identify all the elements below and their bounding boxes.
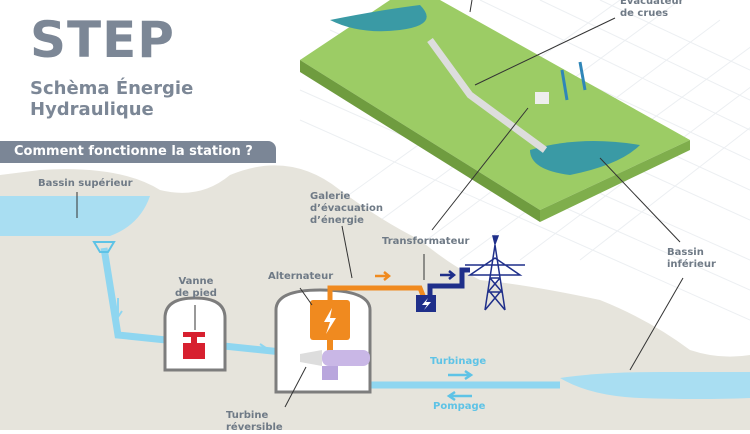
flow-arrow-icon	[113, 298, 123, 319]
label-line: Galerie	[310, 191, 351, 202]
turbine-label: Turbine réversible	[226, 410, 283, 434]
grid-cable	[427, 267, 470, 296]
gallery-label: Galerie d’évacuation d’énergie	[310, 191, 383, 227]
label-line: Évacuateur	[620, 0, 684, 7]
turbining-arrow-icon	[448, 369, 474, 381]
pylon-icon	[465, 235, 525, 311]
upper-basin-water	[0, 196, 150, 236]
subtitle-line: Hydraulique	[30, 99, 154, 120]
label-line: inférieur	[667, 259, 716, 270]
energy-gallery-cable	[327, 285, 427, 300]
page-subtitle: Schèma Énergie Hydraulique	[30, 78, 193, 120]
spillway-label: Évacuateur de crues	[620, 0, 684, 20]
label-line: de crues	[620, 8, 669, 19]
transformer-bolt-icon	[422, 298, 431, 310]
alternator-label: Alternateur	[268, 271, 334, 282]
label-line: Bassin	[667, 247, 704, 258]
lower-basin-water	[560, 372, 750, 399]
page-title: STEP	[30, 11, 175, 69]
transformer-label: Transformateur	[382, 236, 470, 247]
label-line: Turbine	[226, 410, 269, 421]
section-banner: Comment fonctionne la station ?	[0, 141, 276, 163]
3d-terrain-model	[300, 0, 690, 222]
energy-arrow-icon	[375, 271, 392, 281]
subtitle-line: Schèma Énergie	[30, 78, 194, 99]
label-line: de pied	[175, 288, 217, 299]
valve-icon	[183, 332, 205, 359]
label-line: d’évacuation	[310, 203, 383, 214]
turbining-label: Turbinage	[430, 356, 487, 367]
lower-basin-label: Bassin inférieur	[667, 247, 716, 271]
flow-arrow-icon	[242, 343, 268, 353]
intake-icon	[92, 241, 116, 253]
label-line: réversible	[226, 422, 283, 433]
valve-label: Vanne de pied	[175, 276, 217, 300]
label-line: Vanne	[178, 276, 214, 287]
label-line: d’énergie	[310, 215, 364, 226]
pumping-arrow-icon	[446, 390, 472, 402]
leader-lines	[76, 0, 684, 408]
upper-basin-label: Bassin supérieur	[38, 178, 133, 189]
grid-arrow-icon	[440, 270, 457, 280]
alternator-icon	[310, 300, 350, 352]
turbine-icon	[300, 350, 370, 380]
pumping-label: Pompage	[433, 401, 486, 412]
